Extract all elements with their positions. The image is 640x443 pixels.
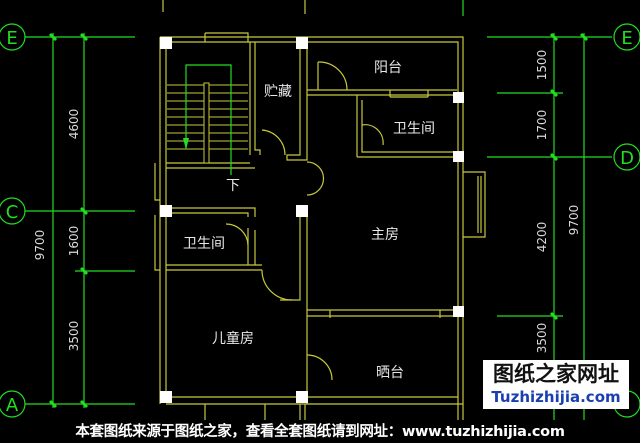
dim-left-total: 9700	[33, 230, 47, 261]
dim-right-1: 1500	[535, 50, 549, 81]
axis-label: C	[6, 202, 19, 223]
right-dimension-lines	[462, 0, 612, 420]
axis-label: A	[6, 395, 19, 416]
watermark-logo: 图纸之家网址 Tuzhizhijia.com	[483, 360, 629, 409]
staircase	[167, 82, 248, 164]
structural-columns	[160, 37, 464, 403]
watermark-title: 图纸之家网址	[493, 362, 619, 386]
dim-right-4: 3500	[535, 323, 549, 354]
stair-down-label: 下	[226, 178, 240, 194]
room-label-balcony: 阳台	[374, 60, 402, 76]
dim-right-3: 4200	[535, 222, 549, 253]
axis-label: E	[621, 28, 632, 49]
room-label-master-bedroom: 主房	[371, 227, 399, 243]
dim-right-2: 1700	[535, 110, 549, 141]
left-dimension-lines	[25, 32, 135, 409]
dim-left-2: 1600	[67, 226, 81, 257]
axis-bubble-a-left: A	[0, 390, 26, 418]
axis-label: E	[6, 28, 17, 49]
dim-left-3: 3500	[67, 321, 81, 352]
axis-bubble-c-left: C	[0, 197, 26, 225]
room-label-bathroom-kids: 卫生间	[183, 236, 225, 252]
walls	[154, 0, 486, 420]
dim-right-total: 9700	[567, 205, 581, 236]
axis-bubble-e-right: E	[613, 23, 640, 51]
watermark-url: Tuzhizhijia.com	[491, 388, 621, 406]
axis-bubble-e-left: E	[0, 23, 26, 51]
room-label-storage: 贮藏	[264, 84, 292, 100]
room-label-kids-room: 儿童房	[212, 330, 254, 347]
axis-bubble-d-right: D	[613, 143, 640, 171]
room-label-bathroom-master: 卫生间	[393, 121, 435, 137]
axis-label: D	[620, 148, 634, 169]
stair-direction-arrow	[183, 64, 232, 175]
source-caption: 本套图纸来源于图纸之家，查看全套图纸请到网址：www.tuzhizhijia.c…	[75, 424, 565, 440]
room-label-sun-terrace: 晒台	[376, 365, 404, 381]
dim-left-1: 4600	[67, 109, 81, 140]
